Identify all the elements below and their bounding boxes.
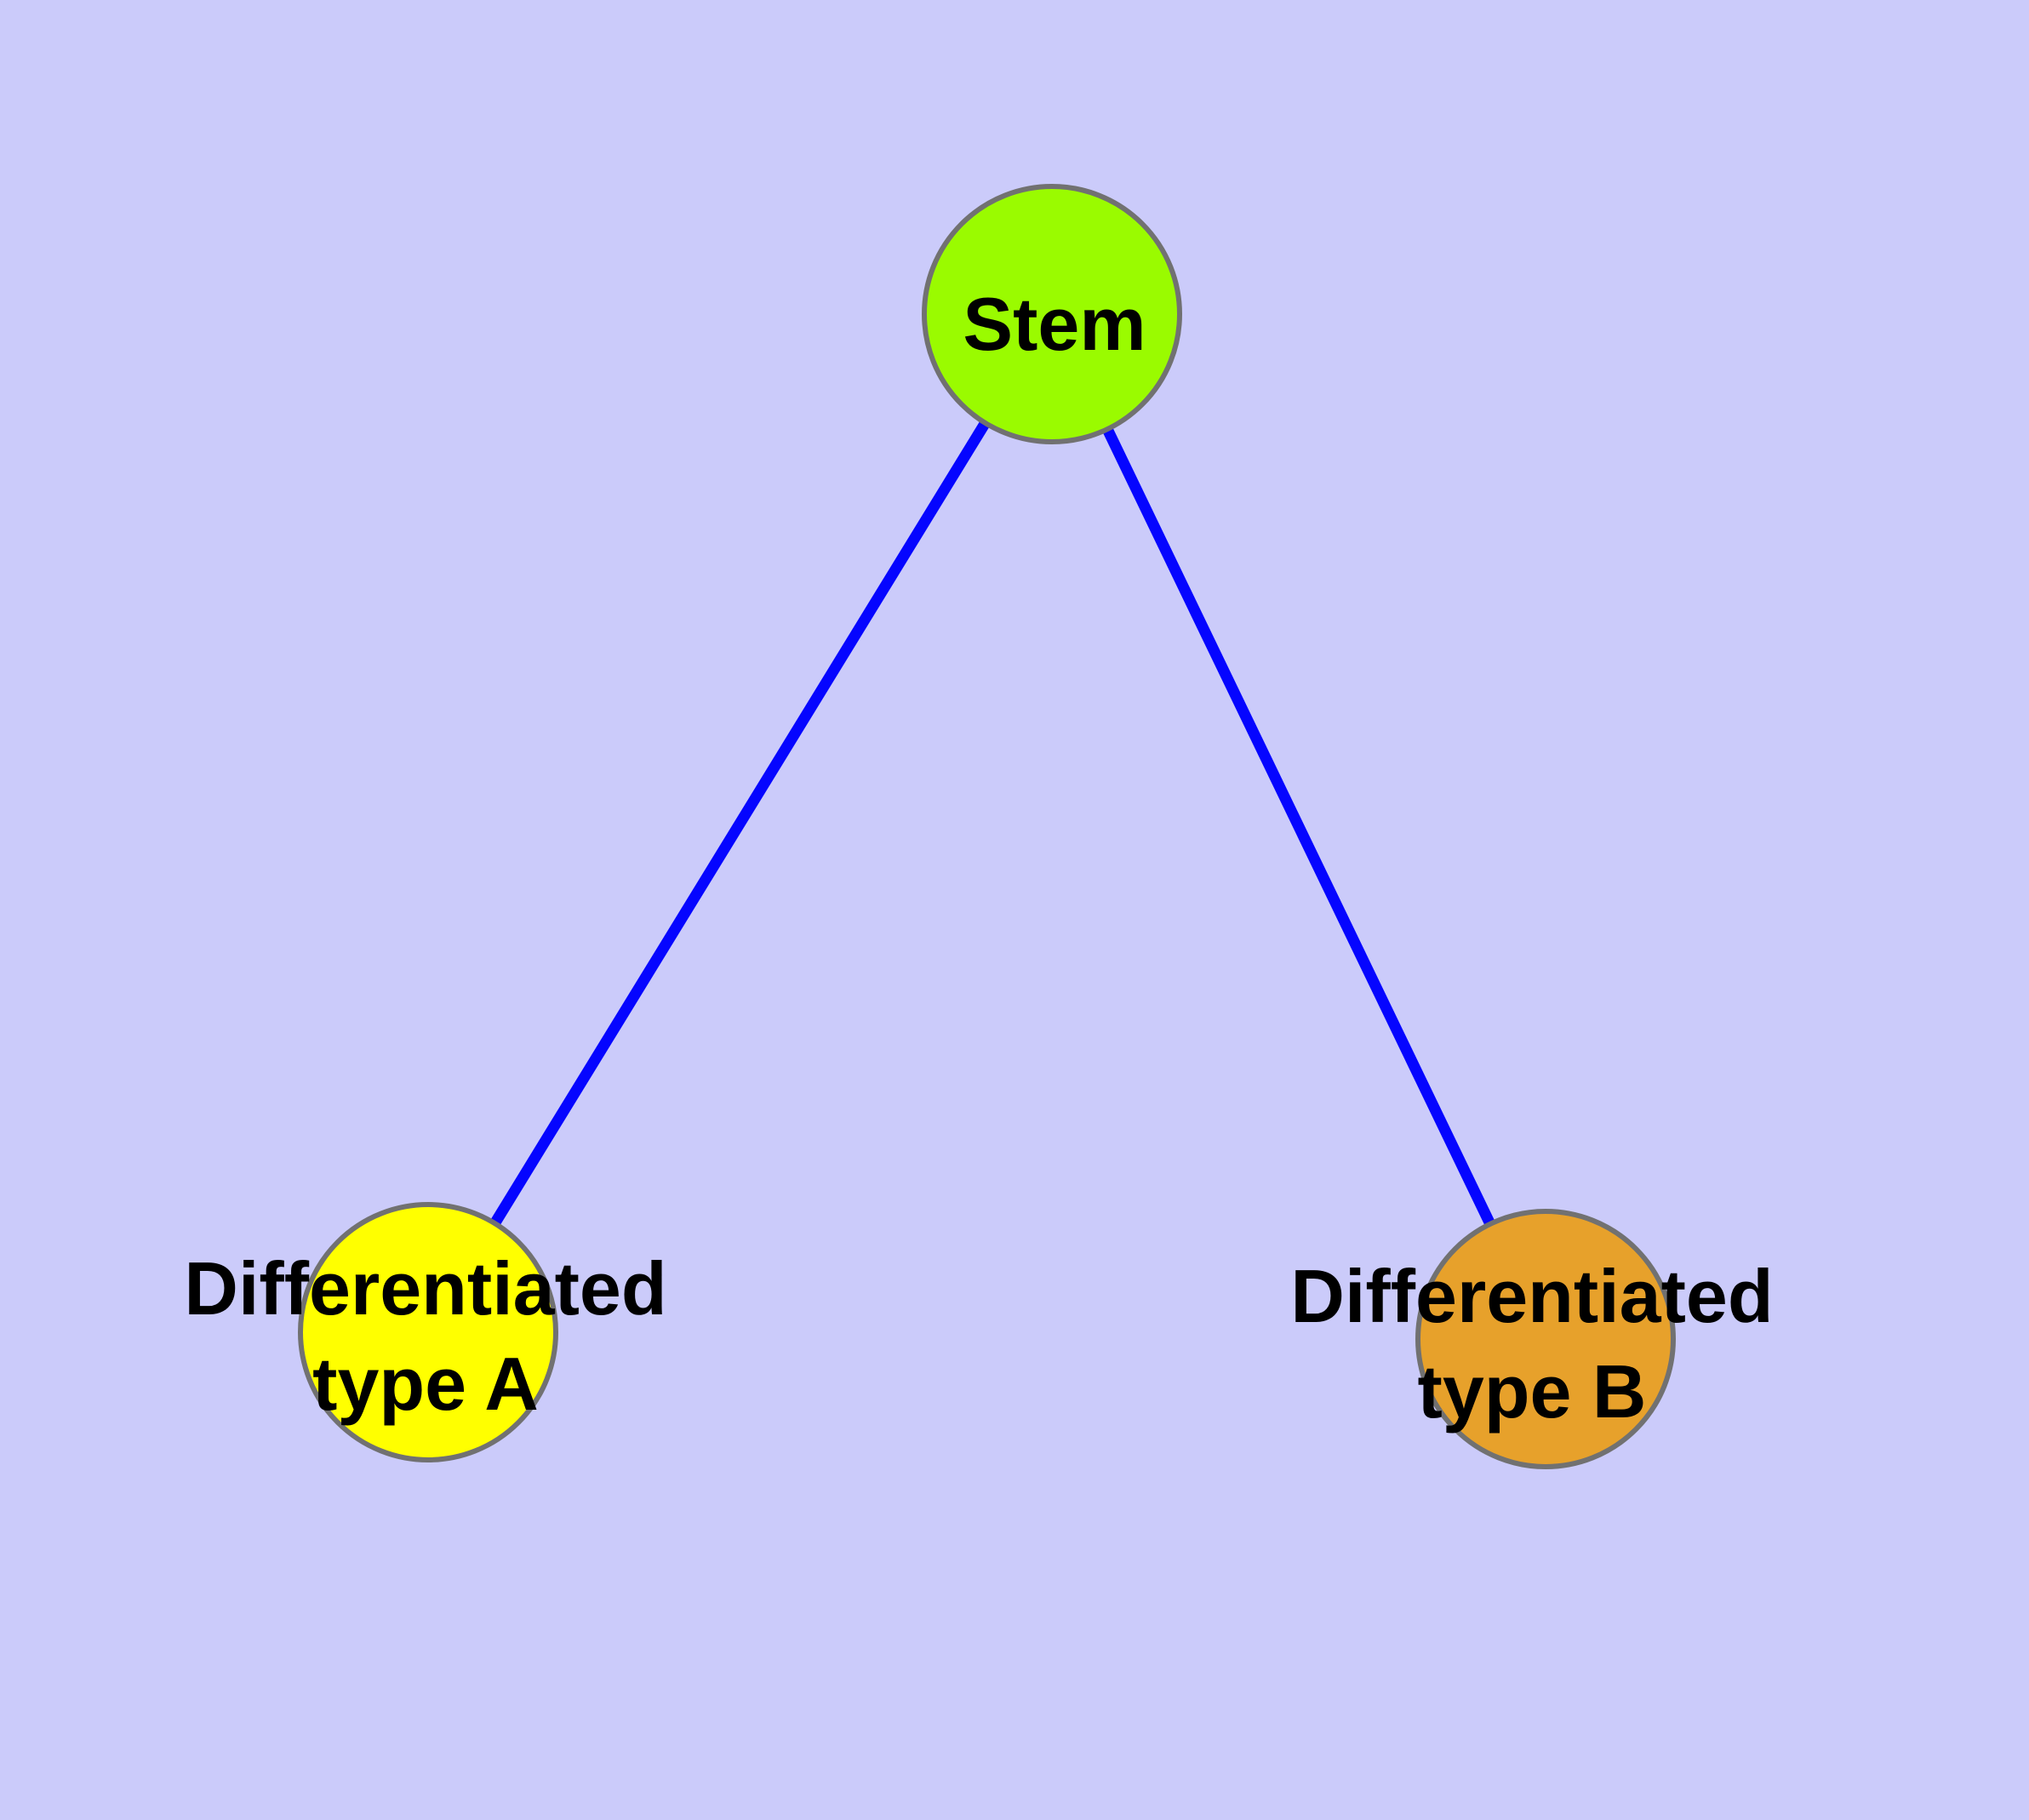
node-label-text: type A <box>312 1342 539 1426</box>
node-label-stem: Stem <box>842 277 1267 372</box>
node-circle-differentiated-type-b <box>1415 1209 1676 1469</box>
node-label-text: Differentiated <box>1290 1254 1774 1338</box>
edge-stem-to-differentiated-type-a <box>423 311 1057 1336</box>
node-circle-differentiated-type-a <box>298 1202 558 1462</box>
node-label-text: Stem <box>963 282 1146 366</box>
node-label-text: type B <box>1417 1349 1647 1434</box>
node-circle-stem <box>922 184 1182 444</box>
node-label-text: Differentiated <box>184 1246 667 1331</box>
node-label-differentiated-type-a: Differentiated type A <box>102 1241 749 1432</box>
node-label-differentiated-type-b: Differentiated type B <box>1209 1249 1855 1439</box>
edge-stem-to-differentiated-type-b <box>1047 312 1551 1342</box>
